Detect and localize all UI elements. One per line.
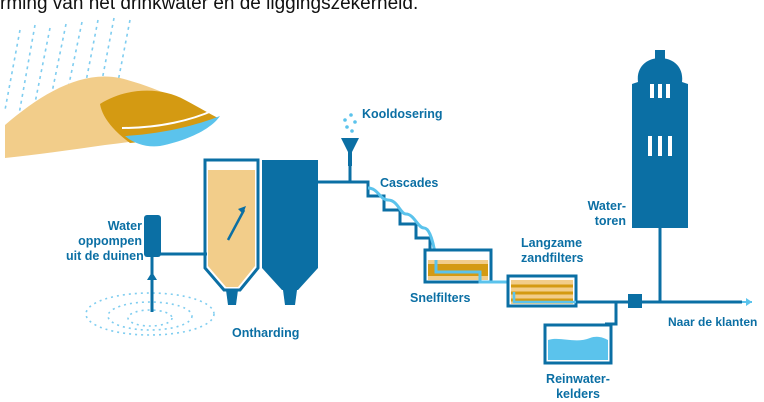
main-pipeline — [576, 228, 752, 326]
label-kooldosering: Kooldosering — [362, 107, 443, 121]
well-pump-icon — [144, 215, 207, 312]
carbon-dosing-funnel-icon — [341, 113, 359, 166]
label-watertoren: Water- toren — [580, 199, 626, 229]
caption: rming van het drinkwater en de liggingsz… — [0, 0, 419, 14]
rapid-filter-tank — [423, 248, 508, 284]
label-line-2: zandfilters — [521, 251, 584, 265]
softening-tanks — [203, 158, 352, 305]
label-line-2: toren — [594, 214, 626, 228]
label-naar-de-klanten: Naar de klanten — [668, 315, 758, 329]
label-cascades: Cascades — [380, 176, 439, 190]
groundwater-ripples — [85, 292, 215, 336]
label-line-1: Water — [107, 219, 142, 233]
label-reinwaterkelders: Reinwater- kelders — [540, 372, 616, 402]
clean-water-reservoir — [543, 323, 613, 365]
label-line-1: Langzame — [521, 236, 583, 250]
dunes-illustration — [5, 76, 220, 158]
label-line-3: uit de duinen — [66, 249, 144, 263]
label-line-2: oppompen — [78, 234, 142, 248]
rain — [4, 17, 131, 121]
label-line-1: Water- — [587, 199, 626, 213]
label-langzame-zandfilters: Langzame zandfilters — [521, 236, 584, 266]
label-snelfilters: Snelfilters — [410, 291, 471, 305]
label-line-1: Reinwater- — [546, 372, 610, 386]
water-tower-icon — [632, 50, 688, 228]
label-ontharding: Ontharding — [232, 326, 300, 340]
slow-sand-filter — [506, 274, 578, 308]
label-line-2: kelders — [556, 387, 600, 401]
cascades-steps — [350, 180, 438, 261]
label-water-oppompen: Water oppompen uit de duinen — [66, 219, 144, 264]
